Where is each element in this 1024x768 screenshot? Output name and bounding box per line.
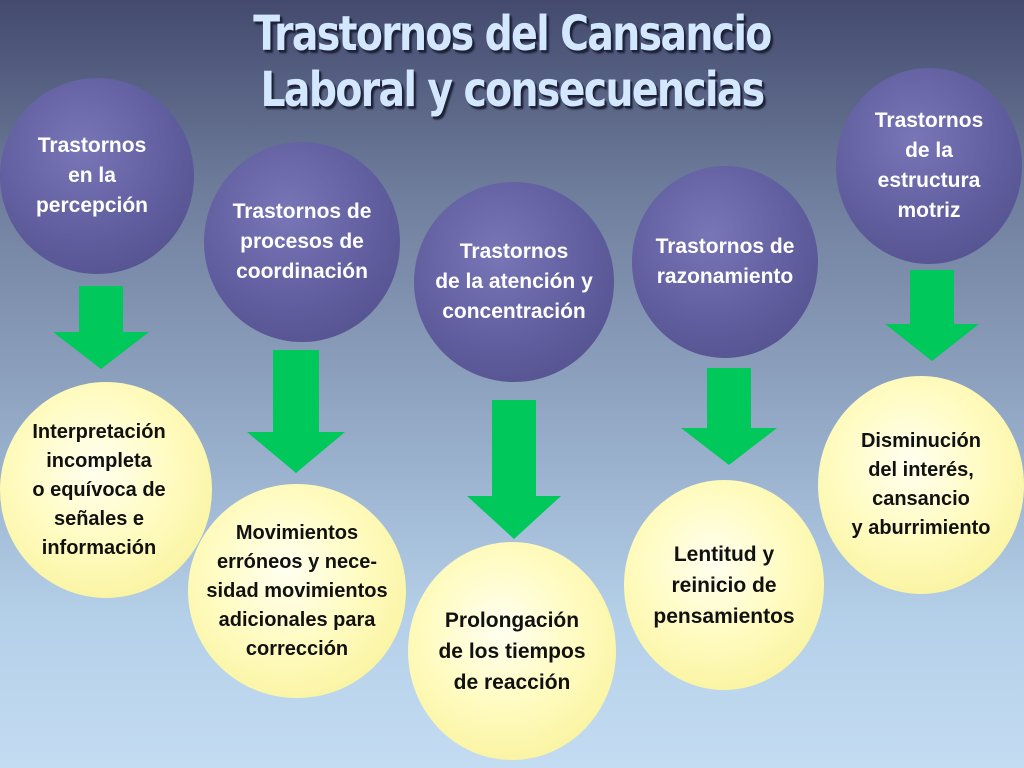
effect-text: cansancio <box>872 488 970 510</box>
effect-circle-reaction-time: Prolongación de los tiempos de reacción <box>408 542 616 760</box>
cause-text: en la <box>68 164 116 187</box>
cause-text: razonamiento <box>656 265 794 288</box>
page-title: Trastornos del Cansancio Laboral y conse… <box>92 6 932 118</box>
cause-text: de la <box>905 139 953 162</box>
title-line-1: Trastornos del Cansancio <box>253 6 772 62</box>
effect-text: Lentitud y <box>673 542 775 566</box>
cause-text: Trastornos <box>874 109 984 132</box>
title-line-2: Laboral y consecuencias <box>260 62 765 118</box>
effect-text: incompleta <box>46 449 152 472</box>
cause-text: procesos de <box>240 230 364 253</box>
effect-text: de los tiempos <box>438 639 586 663</box>
cause-text: Trastornos <box>459 240 569 263</box>
effect-circle-slowness: Lentitud y reinicio de pensamientos <box>624 480 824 690</box>
cause-text: coordinación <box>236 260 368 283</box>
cause-circle-attention: Trastornos de la atención y concentració… <box>414 182 614 382</box>
cause-circle-motor-structure: Trastornos de la estructura motriz <box>836 68 1022 264</box>
effect-text: Interpretación <box>32 420 166 443</box>
effect-text: señales e <box>53 507 145 530</box>
effect-circle-disinterest: Disminución del interés, cansancio y abu… <box>818 376 1024 594</box>
effect-text: información <box>41 536 157 559</box>
effect-text: adicionales para <box>218 608 376 631</box>
down-arrow-icon <box>885 270 979 361</box>
effect-text: sidad movimientos <box>206 579 388 602</box>
down-arrow-icon <box>467 400 561 539</box>
effect-text: reinicio de <box>671 573 777 597</box>
cause-text: Trastornos <box>37 134 147 157</box>
cause-text: estructura <box>877 169 981 192</box>
cause-circle-perception: Trastornos en la percepción <box>0 78 194 274</box>
effect-text: corrección <box>245 637 349 660</box>
cause-text: Trastornos de <box>655 235 795 258</box>
effect-circle-movements: Movimientos erróneos y nece- sidad movim… <box>188 484 406 698</box>
down-arrow-icon <box>247 350 345 473</box>
effect-circle-interpretation: Interpretación incompleta o equívoca de … <box>0 382 212 598</box>
effect-text: Movimientos <box>235 521 359 544</box>
effect-text: Prolongación <box>444 608 580 632</box>
cause-circle-coordination: Trastornos de procesos de coordinación <box>204 142 400 342</box>
effect-text: de reacción <box>453 670 571 694</box>
effect-text: o equívoca de <box>32 478 166 501</box>
cause-text: percepción <box>35 194 149 217</box>
effect-text: erróneos y nece- <box>216 550 378 573</box>
down-arrow-icon <box>53 286 149 369</box>
effect-text: Disminución <box>860 430 981 452</box>
cause-text: de la atención y <box>435 270 593 293</box>
cause-text: Trastornos de <box>232 200 372 223</box>
down-arrow-icon <box>681 368 777 465</box>
effect-text: y aburrimiento <box>851 517 991 539</box>
cause-text: motriz <box>897 199 961 222</box>
cause-circle-reasoning: Trastornos de razonamiento <box>632 166 818 358</box>
cause-text: concentración <box>442 300 586 323</box>
effect-text: pensamientos <box>653 604 795 628</box>
effect-text: del interés, <box>868 459 974 481</box>
